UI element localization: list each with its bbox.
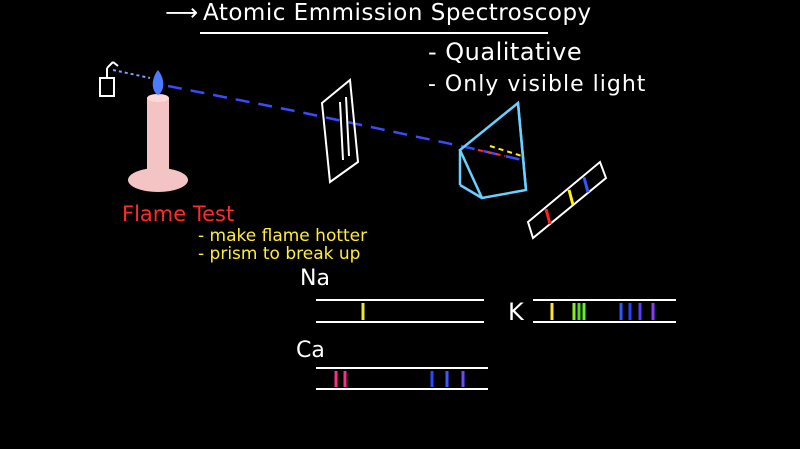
note-qualitative: - Qualitative: [428, 38, 583, 66]
prism-dispersion: [477, 145, 523, 157]
light-beam: [167, 84, 523, 162]
k-label: K: [508, 298, 524, 326]
ca-label: Ca: [296, 338, 325, 363]
flame-icon: [152, 70, 164, 95]
candle-drawing: [128, 70, 188, 192]
prism-spectrum-strip: [526, 160, 608, 240]
note-prism-break-up: - prism to break up: [198, 244, 361, 264]
note-make-flame-hotter: - make flame hotter: [198, 226, 368, 246]
note-visible-light: - Only visible light: [428, 72, 647, 97]
candle-top: [147, 94, 169, 102]
sprayer-drawing: [99, 61, 151, 97]
arrow-icon: ⟶: [165, 0, 199, 26]
prism-spectral-line: [567, 189, 575, 206]
prism-spectral-line: [582, 176, 590, 193]
flame-test-label: Flame Test: [122, 202, 235, 226]
k-spectrum: [533, 299, 676, 323]
na-spectrum: [316, 299, 484, 323]
prism-spectral-line: [544, 208, 552, 225]
title-text: Atomic Emmission Spectroscopy: [203, 0, 592, 26]
candle-body: [147, 98, 169, 180]
ca-spectrum: [316, 367, 488, 390]
na-label: Na: [300, 266, 330, 291]
prism-drawing: [458, 100, 528, 200]
slit-drawing: [320, 78, 360, 184]
